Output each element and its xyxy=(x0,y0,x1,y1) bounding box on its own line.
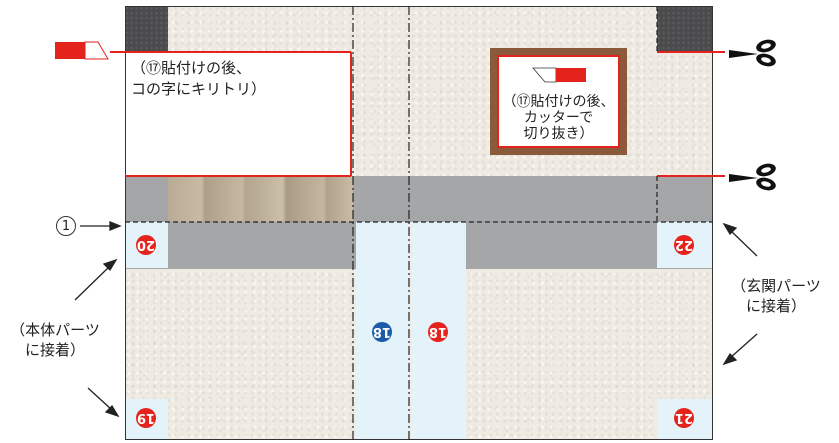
arrow-right-up xyxy=(729,229,758,257)
scissors-top-shape xyxy=(729,39,776,67)
arrow-left-up xyxy=(74,265,111,301)
badge-18-red: 18 xyxy=(428,322,448,342)
window-note: （⑰貼付けの後、 カッターで 切り抜き） xyxy=(502,94,615,142)
scissors-bottom-shape xyxy=(729,163,776,191)
badge-20: 20 xyxy=(136,235,156,255)
badge-21: 21 xyxy=(674,408,694,428)
left-attach-label: （本体パーツ に接着） xyxy=(10,321,100,359)
cut-box-note: （⑰貼付けの後、 コの字にキリトリ） xyxy=(131,59,267,98)
arrow-left-down xyxy=(87,387,113,411)
step-marker-1: 1 xyxy=(56,216,76,236)
left-tab-marker xyxy=(55,41,109,60)
cut-box xyxy=(125,52,351,176)
badge-22: 22 xyxy=(674,235,694,255)
right-attach-label: （玄関パーツ に接着） xyxy=(731,277,821,315)
badge-19: 19 xyxy=(136,408,156,428)
window-tab-marker xyxy=(532,67,586,83)
badge-18-blue: 18 xyxy=(372,322,392,342)
sheet-border xyxy=(125,6,713,440)
top-right-dark-block xyxy=(657,6,713,52)
wood-panel xyxy=(168,176,353,222)
arrow-right-down xyxy=(729,333,758,359)
top-left-dark-block xyxy=(125,6,168,52)
